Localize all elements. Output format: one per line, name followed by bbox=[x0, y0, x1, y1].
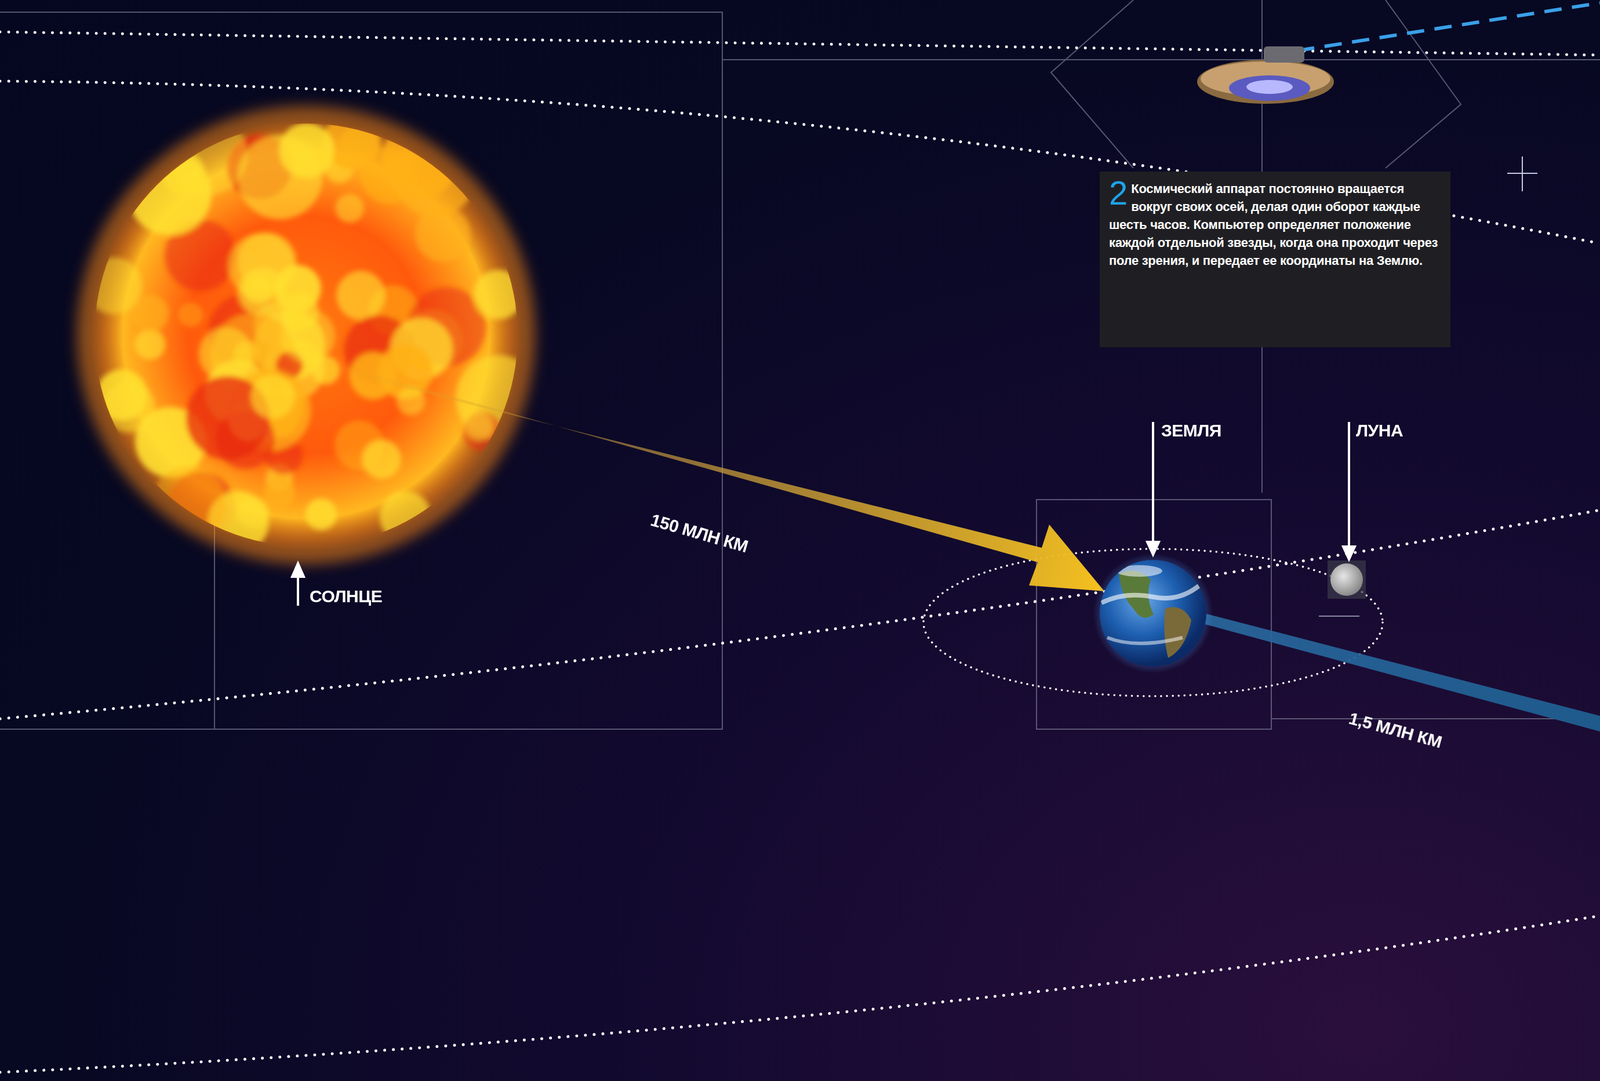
sun-texture bbox=[135, 329, 166, 360]
distance-label: 150 МЛН КМ bbox=[648, 510, 751, 556]
earth-label: ЗЕМЛЯ bbox=[1161, 420, 1222, 440]
callout-text: Космический аппарат постоянно вращается … bbox=[1108, 179, 1442, 270]
sun-texture bbox=[415, 206, 471, 263]
sun-texture bbox=[463, 412, 502, 451]
distance-label: 1,5 МЛН КМ bbox=[1346, 708, 1444, 752]
sun-texture bbox=[198, 326, 253, 381]
sun-texture bbox=[237, 135, 323, 220]
sun-texture bbox=[336, 270, 386, 320]
sun-texture bbox=[178, 302, 203, 327]
moon-label: ЛУНА bbox=[1355, 420, 1403, 440]
sun-texture bbox=[380, 121, 458, 199]
sun-texture bbox=[335, 194, 364, 223]
sun-texture bbox=[464, 412, 494, 441]
sun-texture bbox=[131, 295, 169, 333]
sun-texture bbox=[473, 270, 524, 320]
sun-texture bbox=[455, 355, 541, 441]
callout-box: 2Космический аппарат постоянно вращается… bbox=[1099, 171, 1451, 348]
sun-texture bbox=[263, 476, 296, 509]
sun-texture bbox=[305, 498, 338, 531]
sun-texture bbox=[379, 491, 432, 543]
sun-texture bbox=[168, 115, 248, 195]
sun-label: СОЛНЦЕ bbox=[309, 586, 383, 606]
callout-number: 2 bbox=[1108, 179, 1128, 207]
sun-texture bbox=[96, 369, 148, 421]
sun-texture bbox=[150, 466, 227, 543]
sun-texture bbox=[361, 439, 402, 479]
sun-texture bbox=[250, 374, 295, 419]
sun-texture bbox=[280, 292, 319, 332]
sun-texture bbox=[243, 275, 273, 305]
